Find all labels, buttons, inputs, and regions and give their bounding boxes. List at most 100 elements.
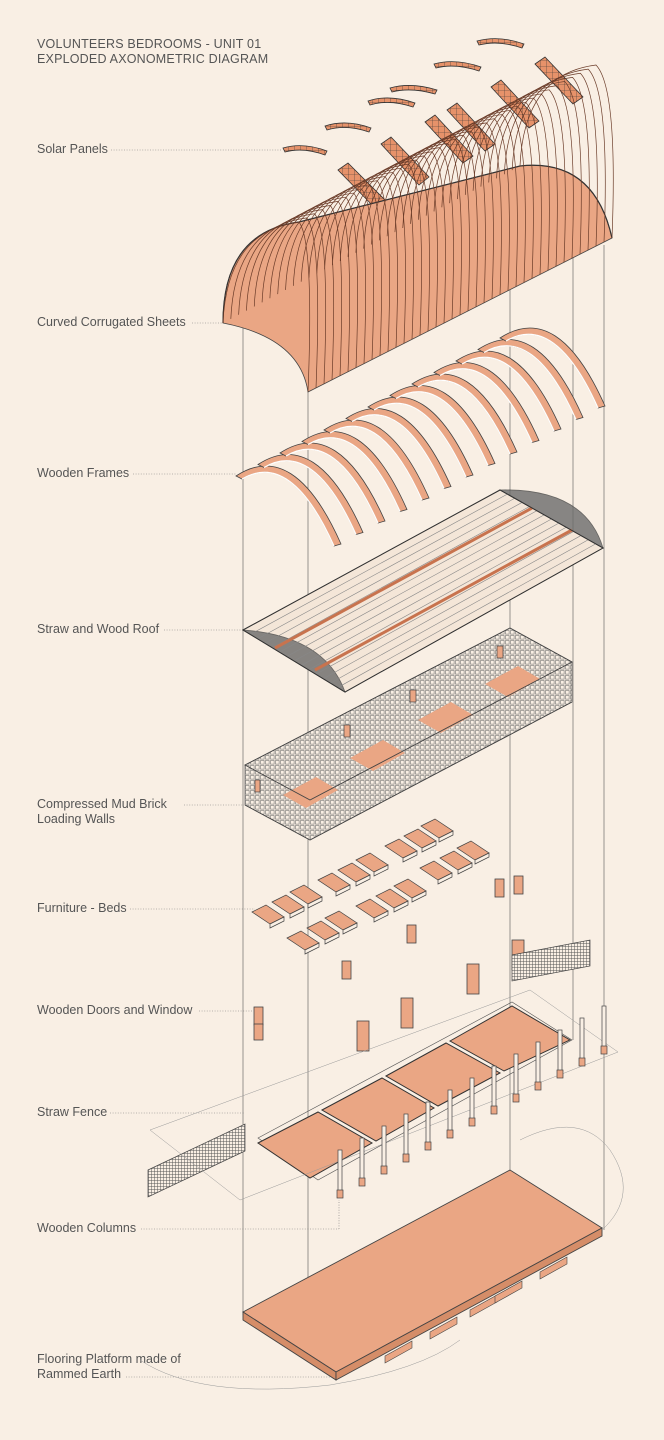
leader-lines [110, 149, 340, 1378]
bed-side [411, 890, 427, 903]
wooden-column [425, 1101, 431, 1149]
rammed-earth-platform [139, 1126, 624, 1390]
wooden-doors-and-windows [253, 875, 525, 1052]
roof-slat [322, 535, 582, 679]
label-platform-line-2: Rammed Earth [37, 1367, 122, 1381]
bed-side [421, 840, 437, 853]
wooden-frame-inner [483, 345, 577, 420]
bed-side [289, 906, 305, 919]
label-columns: Wooden Columns [37, 1221, 137, 1235]
roof-slat [257, 498, 515, 640]
wooden-frame-inner [241, 471, 335, 547]
vault-rib [472, 89, 566, 263]
wooden-frame-inner [505, 333, 599, 409]
wooden-frame-inner [263, 460, 357, 535]
title-line-1: VOLUNTEERS BEDROOMS - UNIT 01 [37, 37, 262, 51]
bed-side [342, 922, 358, 935]
bed-side [474, 852, 490, 865]
label-mud-walls-line-1: Compressed Mud Brick [37, 797, 167, 811]
bed-side [355, 874, 371, 887]
bed-side [373, 864, 389, 877]
bed-side [307, 896, 323, 909]
roof-slat [337, 543, 596, 688]
label-doors: Wooden Doors and Window [37, 1003, 193, 1017]
vault-rib [488, 81, 582, 255]
label-wooden-frames: Wooden Frames [37, 466, 130, 480]
bed-side [304, 942, 320, 955]
wooden-frame-inner [461, 356, 555, 432]
label-solar-panels: Solar Panels [37, 142, 108, 156]
vault-rib [504, 72, 598, 247]
bed-side [457, 862, 473, 875]
roof-slat [301, 522, 560, 666]
roof-slat [264, 502, 523, 644]
roof-slat [286, 514, 545, 657]
bed-side [373, 910, 389, 923]
wooden-column [469, 1077, 475, 1125]
column-base [336, 1189, 344, 1199]
label-platform-line-1: Flooring Platform made of [37, 1352, 181, 1366]
bed-side [393, 900, 409, 913]
bed-side [402, 850, 418, 863]
straw-and-wood-roof [241, 489, 605, 693]
vault-rib [496, 77, 590, 251]
column-base [578, 1057, 586, 1067]
roof-slat [250, 493, 508, 635]
column-base [380, 1165, 388, 1175]
floor-panels [149, 989, 619, 1201]
label-platform: Flooring Platform made of Rammed Earth [37, 1352, 181, 1382]
label-straw-roof: Straw and Wood Roof [37, 622, 160, 636]
wooden-column [535, 1041, 541, 1089]
wooden-column [557, 1029, 563, 1077]
wooden-column [359, 1137, 365, 1185]
column-base [402, 1153, 410, 1163]
column-base [446, 1129, 454, 1139]
mud-brick-walls [244, 627, 573, 841]
wooden-frames [235, 327, 606, 547]
label-fence: Straw Fence [37, 1105, 108, 1119]
wooden-column [381, 1125, 387, 1173]
column-base [534, 1081, 542, 1091]
column-base [600, 1045, 608, 1055]
wooden-frame-inner [285, 448, 379, 524]
roof-slat [271, 506, 530, 648]
wooden-column [601, 1005, 607, 1053]
roof-slat [279, 510, 537, 653]
wooden-frame-inner [351, 414, 445, 489]
wooden-column [579, 1017, 585, 1065]
wooden-frame-inner [417, 379, 511, 455]
wooden-column [513, 1053, 519, 1101]
vault-rib [519, 64, 614, 239]
column-base [468, 1117, 476, 1127]
curved-corrugated-sheets [222, 64, 614, 393]
wooden-column [403, 1113, 409, 1161]
wooden-frame-inner [373, 402, 467, 478]
wooden-columns [336, 1005, 608, 1199]
wooden-column [447, 1089, 453, 1137]
diagram-title: VOLUNTEERS BEDROOMS - UNIT 01 EXPLODED A… [37, 37, 268, 67]
label-mud-walls-line-2: Loading Walls [37, 812, 116, 826]
label-curved-sheets: Curved Corrugated Sheets [37, 315, 186, 329]
column-base [490, 1105, 498, 1115]
column-base [358, 1177, 366, 1187]
roof-slat [315, 531, 574, 675]
wooden-frame-inner [329, 425, 423, 501]
wooden-column [491, 1065, 497, 1113]
bed-side [437, 872, 453, 885]
wooden-column [337, 1149, 343, 1197]
furniture-beds [251, 818, 490, 955]
roof-slat [308, 527, 567, 671]
bed-side [438, 830, 454, 843]
wooden-frame-inner [439, 368, 533, 443]
roof-slat [330, 539, 589, 684]
bed-side [269, 916, 285, 929]
label-mud-walls: Compressed Mud Brick Loading Walls [37, 797, 167, 827]
roof-slat [293, 518, 552, 662]
label-beds: Furniture - Beds [37, 901, 127, 915]
vault-rib [480, 85, 574, 259]
wooden-frame-inner [395, 391, 489, 466]
column-base [556, 1069, 564, 1079]
title-line-2: EXPLODED AXONOMETRIC DIAGRAM [37, 52, 269, 66]
bed-side [324, 932, 340, 945]
